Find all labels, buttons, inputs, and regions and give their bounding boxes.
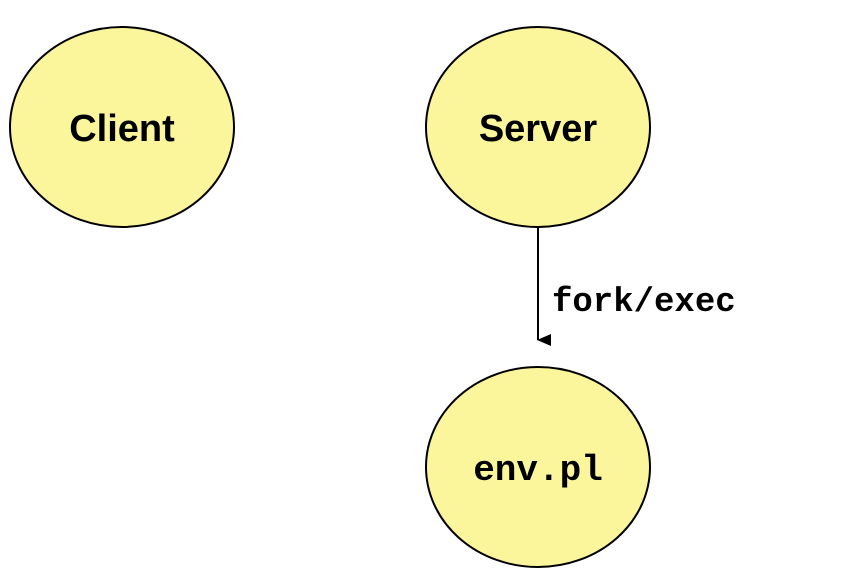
env-pl-label: env.pl <box>473 450 603 491</box>
client-label: Client <box>69 108 175 150</box>
client-node: Client <box>9 26 235 228</box>
server-label: Server <box>479 108 598 150</box>
env-pl-ellipse <box>425 366 651 568</box>
fork-exec-edge: fork/exec <box>537 228 736 346</box>
server-node: Server <box>425 26 651 228</box>
client-ellipse <box>9 26 235 228</box>
server-ellipse <box>425 26 651 228</box>
fork-exec-label: fork/exec <box>552 284 736 322</box>
env-pl-node: env.pl <box>425 366 651 568</box>
